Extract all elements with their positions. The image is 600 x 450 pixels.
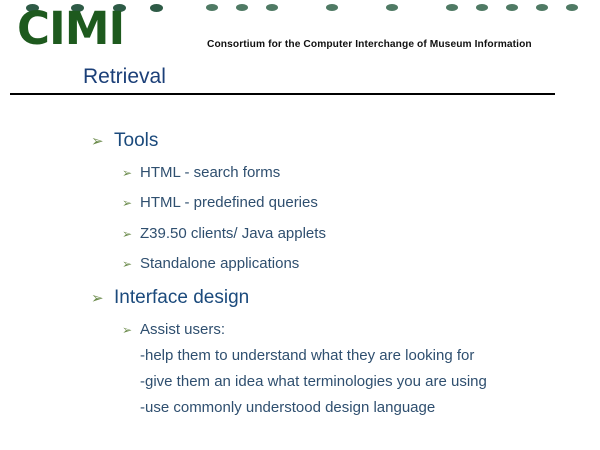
title-divider — [10, 93, 555, 95]
header-dot-icon — [476, 4, 488, 11]
arrowhead-bullet-icon: ➢ — [91, 132, 104, 150]
arrowhead-bullet-icon: ➢ — [91, 289, 104, 307]
header-dot-icon — [266, 4, 278, 11]
arrowhead-bullet-icon: ➢ — [122, 227, 133, 241]
page-title: Retrieval — [83, 65, 166, 88]
header-dot-icon — [506, 4, 518, 11]
list-item-label: Assist users: — [140, 321, 226, 338]
logo-text: CIMI — [17, 2, 125, 55]
list-item-label: HTML - predefined queries — [140, 194, 318, 211]
logo-dot-icon — [150, 4, 163, 12]
list-item-label: HTML - search forms — [140, 164, 281, 181]
tagline: Consortium for the Computer Interchange … — [207, 39, 532, 50]
logo-dot-icon — [71, 4, 84, 12]
header-dot-icon — [536, 4, 548, 11]
bullet-heading-label: Interface design — [114, 287, 250, 308]
arrowhead-bullet-icon: ➢ — [122, 323, 133, 337]
header-dot-icon — [206, 4, 218, 11]
header-dot-icon — [326, 4, 338, 11]
arrowhead-bullet-icon: ➢ — [122, 257, 133, 271]
header-dot-icon — [386, 4, 398, 11]
logo: CIMI — [17, 0, 167, 55]
logo-dot-icon — [113, 4, 126, 12]
detail-line: -help them to understand what they are l… — [140, 347, 475, 364]
bullet-heading-label: Tools — [114, 130, 159, 151]
header-dot-icon — [446, 4, 458, 11]
list-item-label: Z39.50 clients/ Java applets — [140, 225, 326, 242]
logo-dot-icon — [26, 4, 39, 12]
detail-line: -use commonly understood design language — [140, 399, 436, 416]
header-dot-icon — [236, 4, 248, 11]
detail-line: -give them an idea what terminologies yo… — [140, 373, 487, 390]
arrowhead-bullet-icon: ➢ — [122, 196, 133, 210]
arrowhead-bullet-icon: ➢ — [122, 166, 133, 180]
header-dot-icon — [566, 4, 578, 11]
list-item-label: Standalone applications — [140, 255, 300, 272]
